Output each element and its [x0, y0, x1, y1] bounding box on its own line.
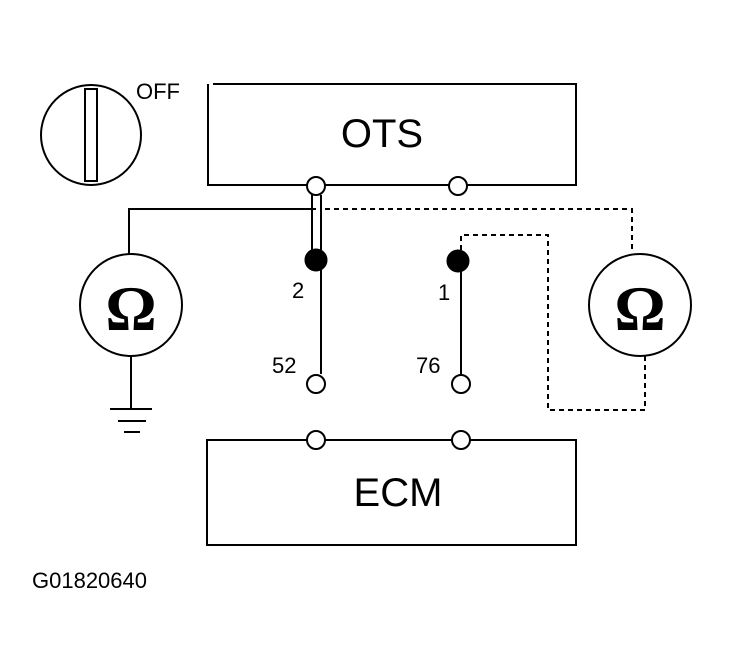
ecm-pin-76-terminal — [451, 374, 471, 394]
ignition-off-label: OFF — [136, 79, 180, 104]
ots-terminal-left — [306, 176, 326, 196]
pin-2-label: 2 — [292, 278, 304, 303]
ignition-switch-icon — [40, 84, 142, 186]
ots-label: OTS — [341, 112, 423, 156]
connector-pin-1 — [446, 249, 470, 273]
ots-terminal-right — [448, 176, 468, 196]
connector-pin-2 — [304, 248, 328, 272]
ots-component: OTS — [207, 83, 577, 196]
ohmmeter-icon: Ω — [79, 253, 183, 357]
wire-pin-1-to-76 — [446, 249, 471, 394]
ecm-label: ECM — [354, 471, 443, 515]
ecm-pin-52-terminal — [306, 374, 326, 394]
left-ohmmeter-symbol: Ω — [105, 273, 156, 344]
right-ohmmeter-symbol: Ω — [614, 273, 665, 344]
pin-1-label: 1 — [438, 280, 450, 305]
ecm-terminal-left — [306, 430, 326, 450]
figure-id: G01820640 — [32, 568, 147, 593]
left-ohmmeter-leads — [128, 208, 316, 408]
ground-icon — [110, 408, 152, 433]
pin-52-label: 52 — [272, 353, 296, 378]
wire-pin-2-to-52 — [304, 195, 328, 394]
ecm-terminal-right — [451, 430, 471, 450]
pin-76-label: 76 — [416, 353, 440, 378]
ohmmeter-icon: Ω — [588, 253, 692, 357]
right-ohmmeter-leads — [325, 208, 646, 411]
ecm-component: ECM — [206, 430, 577, 546]
